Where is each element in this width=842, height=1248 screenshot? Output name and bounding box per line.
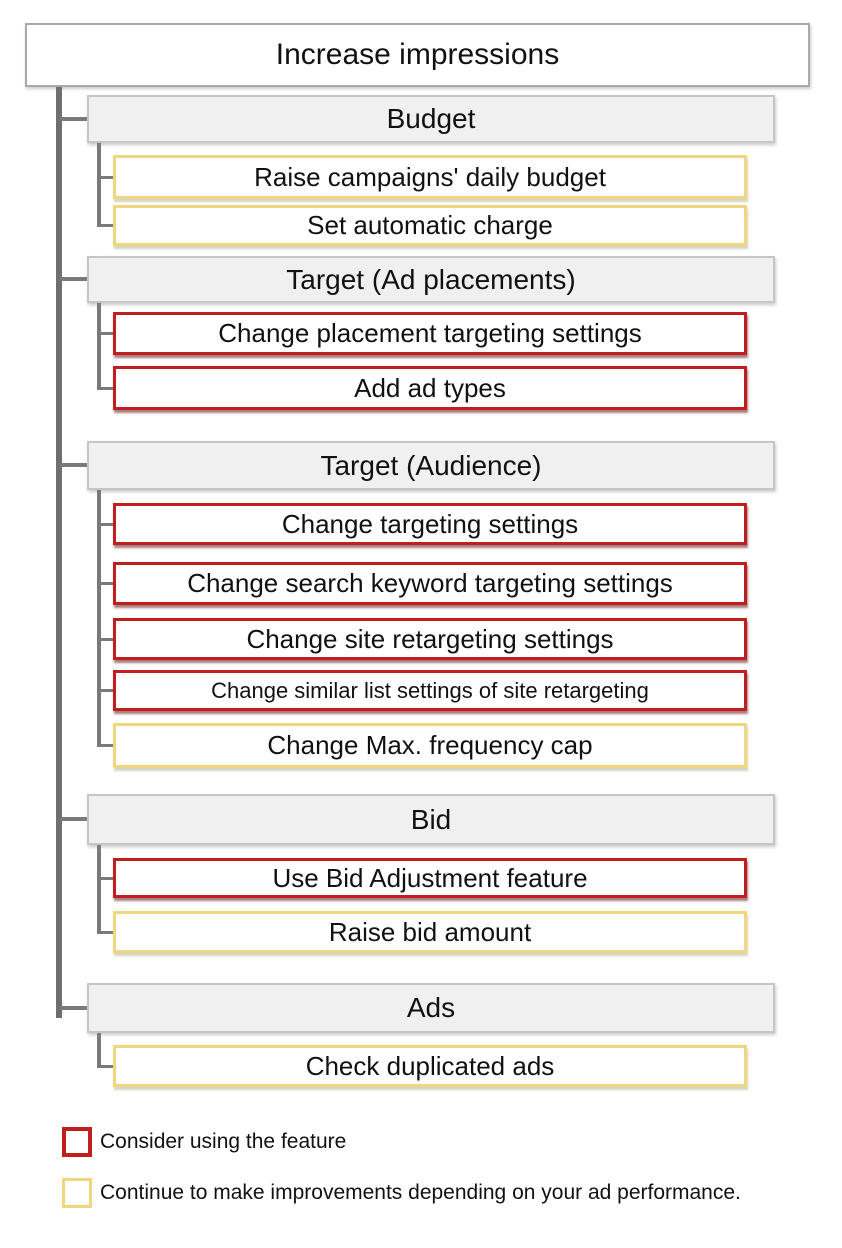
category-branch-connector — [60, 1006, 87, 1010]
category-branch-connector — [60, 277, 87, 281]
item-check-duplicated-ads: Check duplicated ads — [113, 1045, 747, 1087]
item-branch-connector — [99, 332, 113, 335]
item-change-max-frequency-cap: Change Max. frequency cap — [113, 723, 747, 768]
item-branch-connector — [99, 1065, 113, 1068]
item-change-site-retargeting: Change site retargeting settings — [113, 618, 747, 660]
sub-trunk-connector — [97, 845, 101, 934]
item-change-search-keyword-targeting: Change search keyword targeting settings — [113, 562, 747, 605]
legend-yellow-swatch-icon — [62, 1178, 92, 1208]
item-branch-connector — [99, 744, 113, 747]
root-node-title: Increase impressions — [25, 23, 810, 87]
item-branch-connector — [99, 387, 113, 390]
item-branch-connector — [99, 877, 113, 880]
item-set-automatic-charge: Set automatic charge — [113, 205, 747, 246]
category-node-target-ad-placements: Target (Ad placements) — [87, 256, 775, 303]
item-branch-connector — [99, 689, 113, 692]
item-branch-connector — [99, 582, 113, 585]
sub-trunk-connector — [97, 143, 101, 227]
item-branch-connector — [99, 931, 113, 934]
item-use-bid-adjustment: Use Bid Adjustment feature — [113, 858, 747, 898]
item-branch-connector — [99, 523, 113, 526]
item-branch-connector — [99, 224, 113, 227]
item-add-ad-types: Add ad types — [113, 366, 747, 410]
legend-red-label: Consider using the feature — [100, 1130, 347, 1153]
item-raise-bid-amount: Raise bid amount — [113, 911, 747, 953]
category-node-budget: Budget — [87, 95, 775, 143]
category-branch-connector — [60, 463, 87, 467]
item-raise-daily-budget: Raise campaigns' daily budget — [113, 155, 747, 199]
category-branch-connector — [60, 117, 87, 121]
category-node-target-audience: Target (Audience) — [87, 441, 775, 490]
item-change-placement-targeting: Change placement targeting settings — [113, 312, 747, 355]
category-node-ads: Ads — [87, 983, 775, 1033]
item-branch-connector — [99, 638, 113, 641]
legend-red-swatch-icon — [62, 1127, 92, 1157]
sub-trunk-connector — [97, 303, 101, 390]
sub-trunk-connector — [97, 490, 101, 747]
category-branch-connector — [60, 817, 87, 821]
item-change-targeting-settings: Change targeting settings — [113, 503, 747, 545]
category-node-bid: Bid — [87, 794, 775, 845]
legend-yellow-label: Continue to make improvements depending … — [100, 1181, 741, 1204]
sub-trunk-connector — [97, 1033, 101, 1068]
item-branch-connector — [99, 176, 113, 179]
main-trunk-connector — [56, 87, 62, 1018]
item-change-similar-list-settings: Change similar list settings of site ret… — [113, 670, 747, 711]
